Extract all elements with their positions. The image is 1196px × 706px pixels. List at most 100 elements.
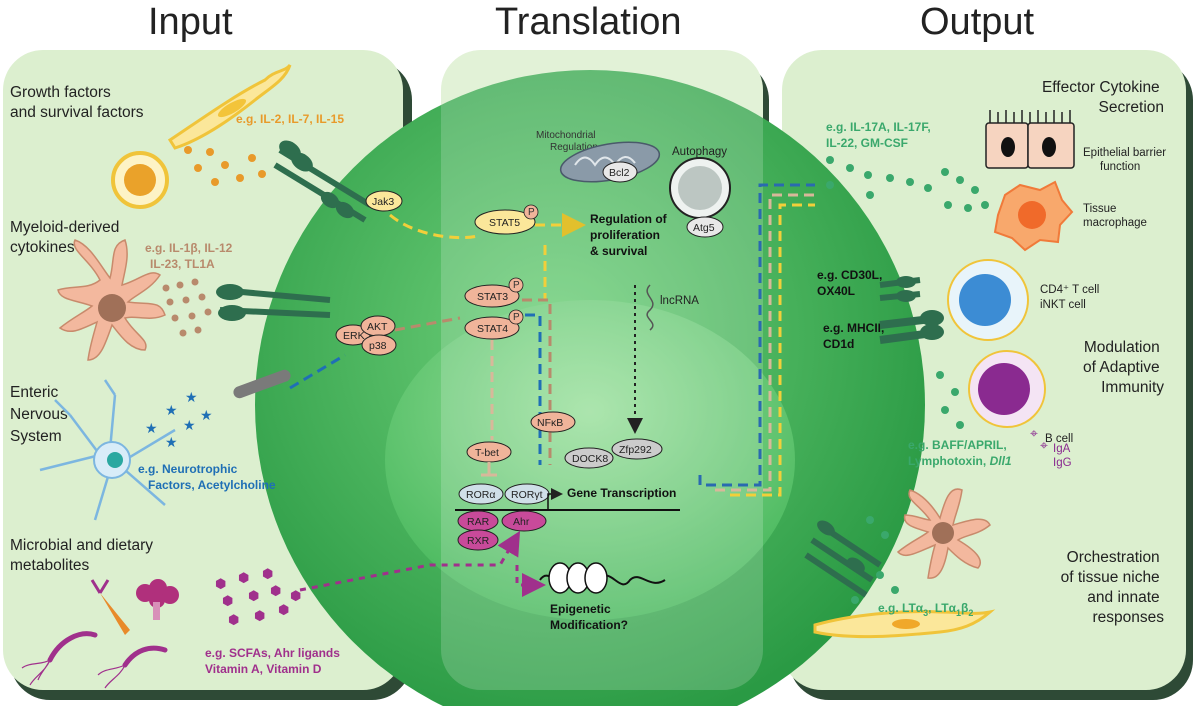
- svg-text:Zfp292: Zfp292: [619, 444, 652, 456]
- growth-factor-dots: [184, 146, 266, 186]
- proliferation-label: Regulation of proliferation & survival: [590, 212, 670, 258]
- growth-factors-label: Growth factors and survival factors: [10, 84, 144, 121]
- tbet-node: T-bet: [466, 441, 512, 463]
- rora-node: RORα: [458, 483, 504, 505]
- growth-factor-receptor: [273, 140, 372, 223]
- enteric-signal-stars: ★★★ ★★★: [145, 390, 213, 451]
- baff-example: e.g. BAFF/APRIL, Lymphotoxin, Dll1: [908, 438, 1012, 468]
- macrophage-label: Tissue macrophage: [1083, 203, 1147, 229]
- effector-label: Effector Cytokine Secretion: [1042, 79, 1164, 116]
- output-path-blue: [698, 183, 815, 487]
- growth-factor-example: e.g. IL-2, IL-7, IL-15: [236, 112, 344, 126]
- mhc-receptor: [879, 310, 944, 344]
- mitochondrial-label: Mitochondrial Regulation: [536, 130, 598, 153]
- stat3-node: STAT3 P: [464, 277, 524, 308]
- svg-text:Ahr: Ahr: [513, 516, 530, 528]
- svg-text:T-bet: T-bet: [475, 447, 499, 459]
- macrophage-nucleus: [1018, 201, 1046, 229]
- p38-node: p38: [361, 334, 397, 356]
- svg-text:★: ★: [183, 418, 196, 434]
- epithelial-label: Epithelial barrier function: [1083, 147, 1169, 173]
- bcell-label: B cell: [1045, 433, 1073, 445]
- svg-text:DOCK8: DOCK8: [572, 453, 608, 465]
- rorgt-node: RORγt: [504, 483, 550, 505]
- transcription-arrow: [547, 488, 563, 510]
- svg-text:★: ★: [200, 408, 213, 424]
- jak3-node: Jak3: [365, 190, 403, 212]
- bacteria-icons: [21, 631, 168, 689]
- tbet-inhibition: [481, 462, 497, 477]
- svg-text:★: ★: [165, 435, 178, 451]
- enteric-example: e.g. Neurotrophic Factors, Acetylcholine: [138, 462, 276, 492]
- svg-text:Jak3: Jak3: [372, 196, 394, 208]
- svg-text:STAT5: STAT5: [489, 217, 520, 229]
- tcell-nucleus: [959, 274, 1011, 326]
- myeloid-cell-nucleus: [98, 294, 126, 322]
- neurotransmitter-receptor: [233, 369, 291, 399]
- mhc-example: e.g. MHCII, CD1d: [823, 321, 888, 351]
- svg-text:STAT4: STAT4: [477, 323, 508, 335]
- adaptive-dots: [936, 371, 964, 429]
- ahr-node: Ahr: [501, 510, 547, 532]
- effector-example: e.g. IL-17A, IL-17F, IL-22, GM-CSF: [826, 120, 934, 150]
- svg-text:⬢: ⬢: [228, 613, 239, 628]
- svg-text:⬢: ⬢: [238, 571, 249, 586]
- autophagy-label: Autophagy: [672, 146, 727, 158]
- atg5-node: Atg5: [686, 216, 724, 238]
- svg-text:⬢: ⬢: [262, 567, 273, 582]
- myeloid-example: e.g. IL-1β, IL-12 IL-23, TL1A: [145, 241, 236, 271]
- iga-label: IgA: [1053, 443, 1071, 455]
- modulation-label: Modulation of Adaptive Immunity: [1083, 339, 1164, 396]
- gene-transcription-label: Gene Transcription: [567, 486, 676, 500]
- svg-text:RORα: RORα: [466, 489, 495, 501]
- stromal-cell-nucleus: [892, 619, 920, 629]
- svg-text:p38: p38: [369, 340, 387, 352]
- svg-text:AKT: AKT: [367, 321, 388, 333]
- svg-text:⬢: ⬢: [278, 603, 289, 618]
- svg-text:⬢: ⬢: [222, 594, 233, 609]
- enteric-label: Enteric Nervous System: [10, 384, 72, 445]
- myeloid-label: Myeloid-derived cytokines: [10, 219, 124, 256]
- zfp292-node: Zfp292: [611, 438, 663, 460]
- neuronal-path: [289, 353, 346, 390]
- broccoli-icon: [136, 579, 179, 620]
- svg-text:⌖: ⌖: [1040, 438, 1048, 454]
- svg-text:P: P: [513, 280, 520, 291]
- input-header: Input: [148, 1, 233, 43]
- svg-text:P: P: [528, 207, 535, 218]
- microbial-example: e.g. SCFAs, Ahr ligands Vitamin A, Vitam…: [205, 646, 343, 676]
- svg-text:ERK: ERK: [343, 330, 365, 342]
- svg-text:★: ★: [165, 403, 178, 419]
- output-path-yellow: [730, 203, 815, 497]
- costim-receptor: [879, 276, 921, 302]
- tcell-label: CD4⁺ T cell iNKT cell: [1040, 284, 1103, 311]
- innate-receptor: [804, 520, 882, 598]
- carrot-top-icon: [90, 579, 110, 594]
- svg-text:NFκB: NFκB: [537, 417, 563, 429]
- translation-header: Translation: [495, 1, 682, 43]
- lt-example: e.g. LTα3, LTα1β2: [878, 601, 973, 618]
- nfkb-node: NFκB: [530, 411, 576, 433]
- metabolite-ahr-path: [299, 530, 521, 592]
- fibroblast-nucleus: [217, 98, 247, 118]
- svg-text:⌖: ⌖: [1030, 426, 1038, 442]
- stat5-node: STAT5 P: [474, 204, 539, 235]
- costim-example: e.g. CD30L, OX40L: [817, 268, 886, 298]
- nucleosome-icon: [539, 562, 666, 594]
- metabolite-hexagons: ⬢⬢⬢ ⬢⬢⬢ ⬢⬢⬢ ⬢: [215, 567, 301, 628]
- rxr-node: RXR: [457, 529, 499, 551]
- svg-text:STAT3: STAT3: [477, 291, 508, 303]
- lncrna-label: lncRNA: [660, 295, 699, 307]
- svg-text:Atg5: Atg5: [693, 222, 715, 234]
- dock8-node: DOCK8: [564, 447, 614, 469]
- mitochondrion-cristae: [574, 156, 636, 167]
- stat3-nucleus-path: [522, 298, 552, 465]
- effector-cytokine-dots: [826, 156, 989, 212]
- enteric-neuron-nucleus: [107, 452, 123, 468]
- jak3-stat5-path: [389, 213, 481, 240]
- autophagosome-inner: [678, 166, 722, 210]
- bcl2-node: Bcl2: [602, 161, 638, 183]
- svg-text:★: ★: [145, 421, 158, 437]
- svg-text:RAR: RAR: [467, 516, 490, 528]
